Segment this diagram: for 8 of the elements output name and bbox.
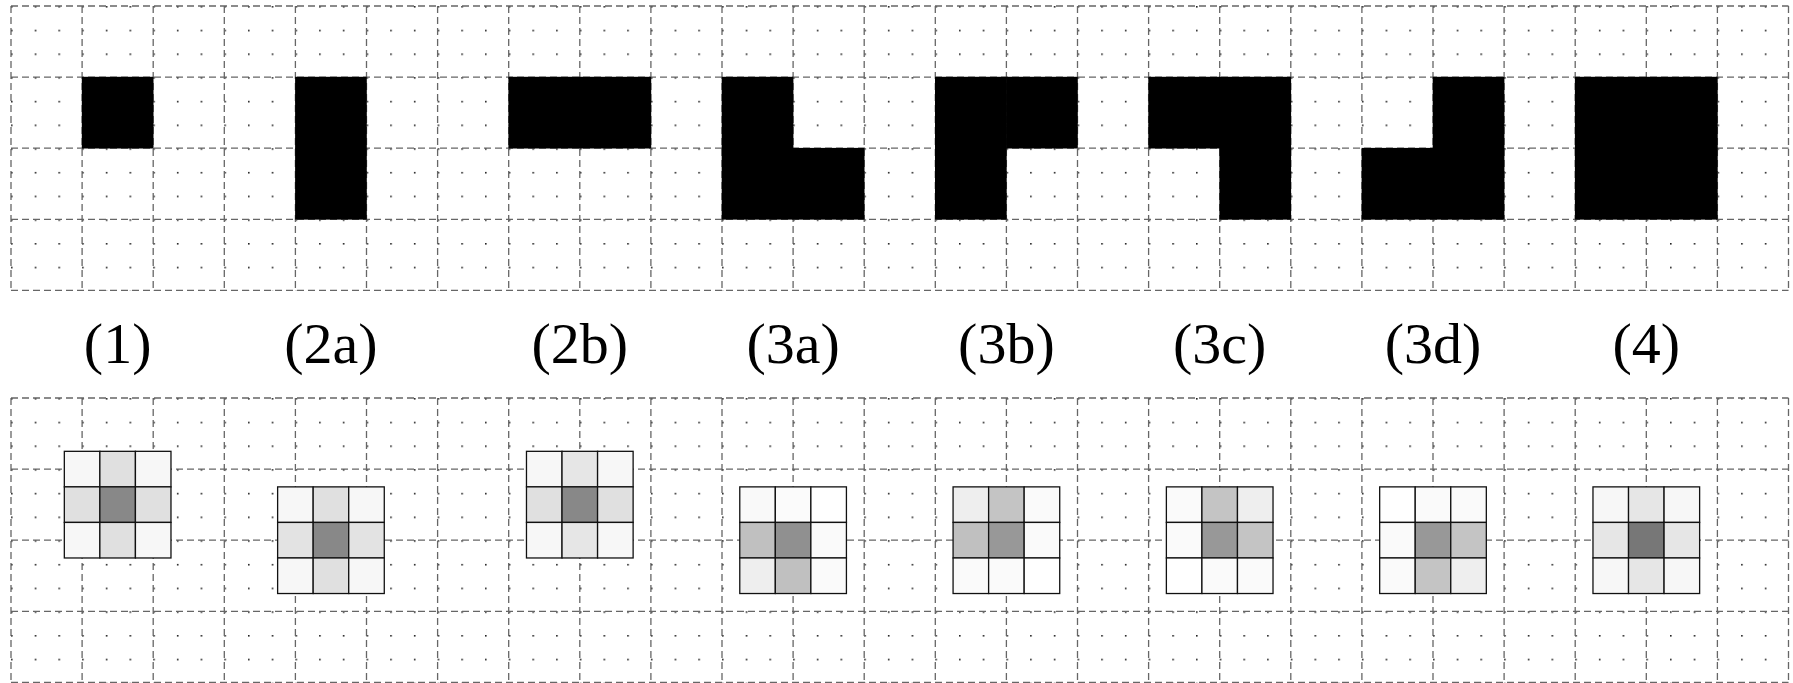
figure-label: (2a) bbox=[284, 312, 378, 377]
figure-label: (3c) bbox=[1173, 312, 1267, 377]
figure-label: (2b) bbox=[531, 312, 629, 377]
figure-label: (3d) bbox=[1384, 312, 1482, 377]
figure-label: (4) bbox=[1612, 312, 1681, 377]
figure-label: (3a) bbox=[746, 312, 840, 377]
figure-label: (3b) bbox=[958, 312, 1055, 377]
figure-label: (1) bbox=[83, 312, 152, 377]
